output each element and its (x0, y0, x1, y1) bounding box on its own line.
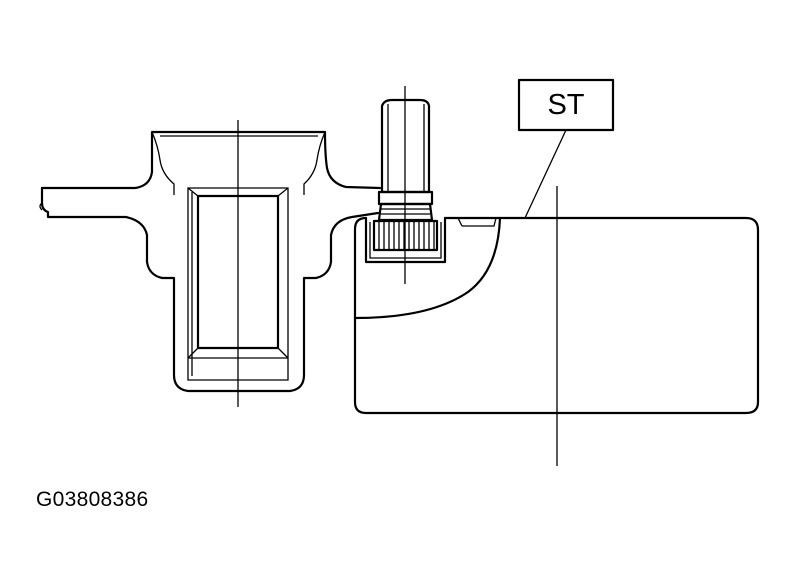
st-callout (517, 78, 615, 219)
figure-code: G03808386 (36, 488, 149, 511)
st-label: ST (547, 89, 585, 121)
hub-bolt (364, 98, 447, 264)
special-tool-block (353, 216, 760, 415)
st-leader-line (524, 129, 567, 219)
axle-hub (39, 130, 382, 393)
